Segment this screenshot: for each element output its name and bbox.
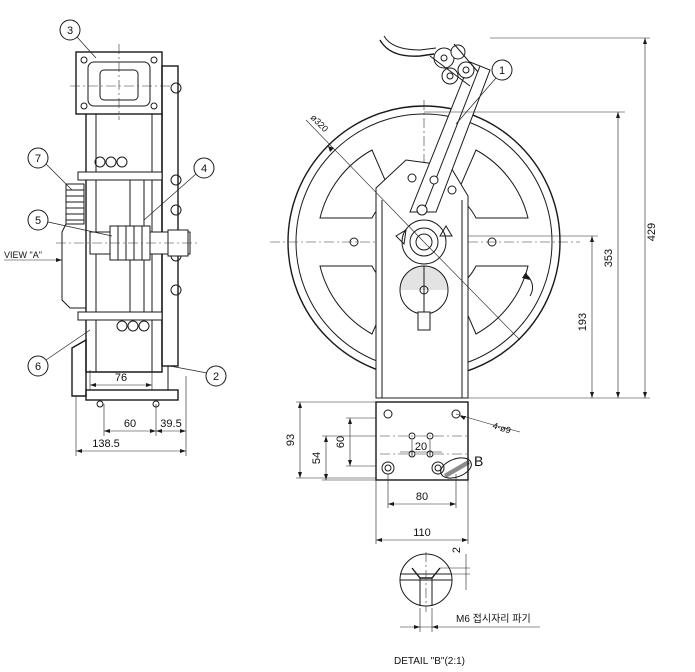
view-a-label: VIEW "A" <box>4 250 42 260</box>
svg-text:5: 5 <box>35 215 41 227</box>
balloon-6: 6 <box>27 329 91 377</box>
detail-b-title: DETAIL "B"(2:1) <box>394 656 465 667</box>
dim-110: 110 <box>413 527 431 539</box>
balloon-3: 3 <box>59 19 97 59</box>
balloon-5: 5 <box>27 209 113 237</box>
dim-429: 429 <box>646 223 658 241</box>
svg-text:4: 4 <box>201 163 207 175</box>
dim-193: 193 <box>577 313 589 331</box>
dim-60-base: 60 <box>335 436 347 448</box>
dim-hole-spec: 4-ø9 <box>491 420 512 435</box>
front-view: ø320 <box>270 35 580 399</box>
balloon-7: 7 <box>27 147 73 191</box>
base-plate-dimensions: 4-ø9 93 54 60 20 80 <box>285 401 521 544</box>
svg-text:3: 3 <box>67 25 73 37</box>
side-view <box>56 44 200 408</box>
dim-76: 76 <box>115 372 127 384</box>
detail-b-marker: B <box>474 453 483 469</box>
dim-93: 93 <box>285 434 297 446</box>
base-plate: B <box>375 401 483 481</box>
dim-54: 54 <box>311 452 323 464</box>
side-view-dimensions: 76 60 39.5 138.5 VIEW "A" <box>4 250 187 456</box>
detail-b: 2 M6 접시자리 파기 DETAIL "B"(2:1) <box>394 547 540 667</box>
svg-text:1: 1 <box>499 65 505 77</box>
detail-b-note: M6 접시자리 파기 <box>456 613 531 625</box>
balloon-2: 2 <box>169 365 227 387</box>
dim-diameter: ø320 <box>309 112 331 134</box>
balloon-4: 4 <box>143 157 215 221</box>
svg-text:6: 6 <box>35 361 41 373</box>
svg-text:7: 7 <box>35 153 41 165</box>
balloon-1: 1 <box>455 59 513 125</box>
dim-2: 2 <box>451 547 463 553</box>
dim-20: 20 <box>415 441 427 453</box>
front-view-height-dimensions: 429 353 193 <box>380 37 658 399</box>
dim-138-5: 138.5 <box>92 438 120 450</box>
dim-80: 80 <box>416 491 428 503</box>
dim-60: 60 <box>124 418 136 430</box>
svg-text:2: 2 <box>213 371 219 383</box>
dim-353: 353 <box>603 249 615 267</box>
dim-39-5: 39.5 <box>160 418 181 430</box>
